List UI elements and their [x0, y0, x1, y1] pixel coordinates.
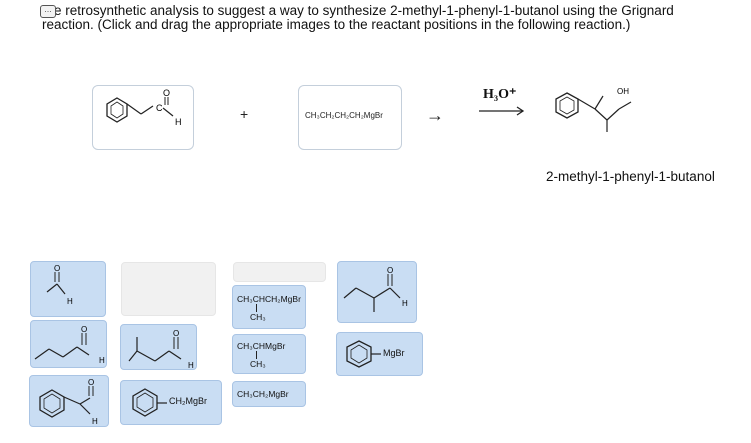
svg-text:O: O — [173, 329, 179, 338]
svg-text:O: O — [54, 264, 60, 273]
svg-text:H: H — [402, 299, 408, 308]
slot2-formula: CH₃CH₂CH₂CH₂MgBr — [305, 111, 383, 120]
svg-text:H: H — [67, 297, 73, 306]
reagent-label: H₃O⁺ — [483, 87, 517, 102]
reaction-arrow-1: → — [426, 105, 444, 125]
tile-empty-2 — [233, 262, 326, 282]
hydrogen-label: H — [175, 117, 182, 127]
butanal-structure: O H — [34, 325, 105, 365]
svg-text:H: H — [92, 417, 98, 426]
instruction-text: … e retrosynthetic analysis to suggest a… — [40, 3, 742, 32]
phenylacetaldehyde-structure: O C H — [106, 88, 182, 127]
tile-butanal[interactable]: O H — [30, 320, 107, 368]
tile-empty-1 — [121, 262, 216, 316]
tile-phenyl-mgbr[interactable]: MgBr — [336, 332, 423, 376]
2-methylbutanal-structure: O H — [343, 266, 408, 312]
arrow-icon — [479, 106, 525, 116]
instruction-line-1: e retrosynthetic analysis to suggest a w… — [54, 3, 674, 18]
plus-sign: + — [240, 106, 249, 122]
carbon-label: C — [156, 103, 163, 113]
oxygen-label: O — [163, 88, 170, 98]
benzyl-mgbr-structure — [132, 388, 167, 417]
tile-isopropyl-mgbr[interactable]: CH₃CHMgBr CH₃ — [232, 334, 306, 374]
svg-text:O: O — [81, 325, 87, 334]
svg-text:O: O — [387, 266, 393, 275]
acetaldehyde-structure: O H — [46, 264, 73, 306]
svg-text:H: H — [188, 361, 194, 370]
3-methylbutanal-structure: O H — [128, 329, 194, 370]
tile-benzaldehyde[interactable]: O H — [29, 375, 109, 427]
svg-text:O: O — [88, 378, 94, 387]
tile-acetaldehyde[interactable]: O H — [30, 261, 106, 317]
speech-bubble-icon[interactable]: … — [40, 5, 56, 18]
tile-benzyl-mgbr[interactable]: CH₂MgBr — [120, 380, 222, 425]
instruction-line-2: reaction. (Click and drag the appropriat… — [42, 17, 631, 32]
reactant-slot-2[interactable]: CH₃CH₂CH₂CH₂MgBr — [298, 85, 402, 150]
tile-sec-butyl-mgbr[interactable]: CH₃CHCH₂MgBr CH₃ — [232, 285, 306, 329]
tile-2-methylbutanal[interactable]: O H — [337, 261, 417, 323]
reactant-slot-1[interactable]: O C H — [92, 85, 194, 150]
reagent-arrow: H₃O⁺ — [477, 86, 527, 116]
product-oh-label: OH — [617, 87, 629, 96]
tile-ethyl-mgbr[interactable]: CH₃CH₂MgBr — [232, 381, 306, 407]
tile-3-methylbutanal[interactable]: O H — [120, 324, 197, 370]
benzaldehyde-structure: O H — [39, 378, 98, 426]
svg-text:H: H — [99, 356, 105, 365]
product-structure: OH — [555, 87, 632, 132]
phenyl-mgbr-structure — [346, 340, 381, 368]
product-name: 2-methyl-1-phenyl-1-butanol — [546, 169, 715, 184]
